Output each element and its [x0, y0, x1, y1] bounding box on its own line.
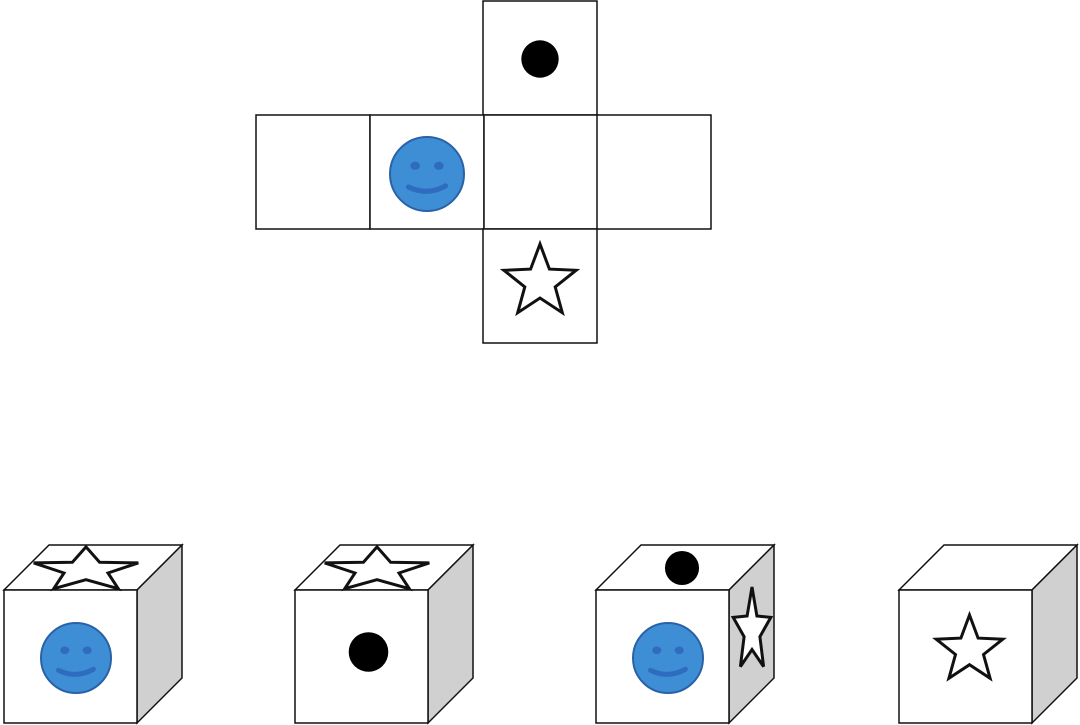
answer-option-3 — [594, 543, 776, 725]
net-face-left-far — [255, 114, 371, 230]
answer-option-2 — [293, 543, 475, 725]
cube-front-face — [294, 589, 429, 724]
star-icon — [324, 544, 430, 592]
net-face-outline — [483, 114, 599, 230]
answer-option-4 — [897, 543, 1079, 725]
net-face-center — [483, 114, 599, 230]
dot-icon — [521, 40, 559, 78]
smiley-eye-right — [434, 161, 444, 170]
star-icon — [33, 544, 139, 592]
net-face-outline — [255, 114, 371, 230]
net-face-right — [596, 114, 712, 230]
smiley-eye-right — [82, 646, 92, 655]
smiley-eye-left — [652, 646, 662, 655]
smiley-icon — [632, 622, 704, 694]
cube-front-face — [3, 589, 138, 724]
smiley-mouth — [405, 183, 449, 194]
net-face-left — [369, 114, 485, 230]
cube-net — [255, 0, 712, 344]
dot-icon — [348, 632, 389, 672]
smiley-icon — [389, 136, 465, 212]
smiley-eye-right — [674, 646, 684, 655]
smiley-face — [632, 622, 704, 694]
star-icon — [730, 586, 774, 668]
star-icon — [499, 239, 581, 317]
smiley-mouth — [56, 666, 96, 677]
net-face-bottom — [482, 228, 598, 344]
answer-option-1 — [2, 543, 184, 725]
smiley-face — [389, 136, 465, 212]
net-face-outline — [596, 114, 712, 230]
smiley-eye-left — [60, 646, 70, 655]
smiley-face — [40, 622, 112, 694]
net-face-top — [482, 0, 598, 116]
smiley-icon — [40, 622, 112, 694]
dot-icon — [664, 550, 700, 586]
smiley-eye-left — [410, 161, 420, 170]
star-icon — [932, 610, 1007, 682]
smiley-mouth — [648, 666, 688, 677]
